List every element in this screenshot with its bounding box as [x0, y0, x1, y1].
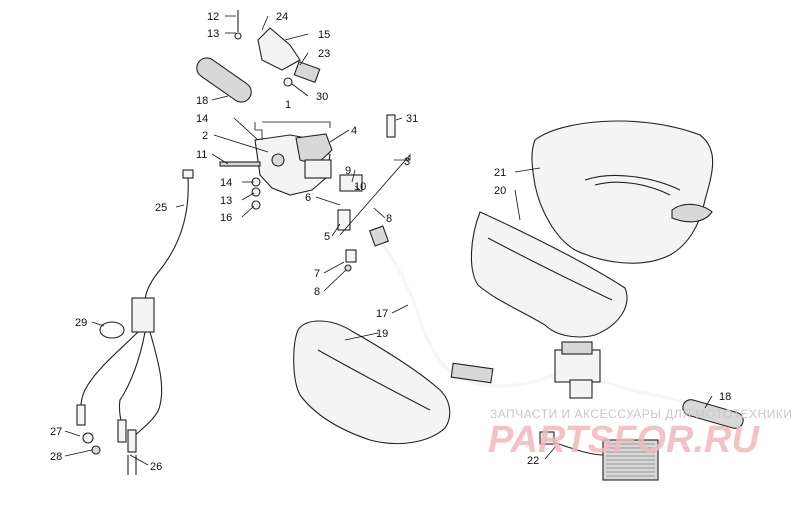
- callout-16: 16: [220, 212, 232, 224]
- callout-28: 28: [50, 451, 62, 463]
- callout-17: 17: [376, 308, 388, 320]
- callout-30: 30: [316, 91, 328, 103]
- callout-12: 12: [207, 11, 219, 23]
- right-control-module: [554, 341, 601, 399]
- small-hardware: [251, 177, 357, 272]
- callout-10: 10: [354, 181, 366, 193]
- callout-13-lower: 13: [220, 195, 232, 207]
- right-grip: [682, 399, 744, 429]
- callout-2: 2: [202, 130, 208, 142]
- throttle-housing: [219, 114, 396, 247]
- pad-20: [470, 211, 628, 338]
- callout-19: 19: [376, 328, 388, 340]
- callout-26: 26: [150, 461, 162, 473]
- watermark-caption: ЗАПЧАСТИ И АКСЕССУАРЫ ДЛЯ МОТОТЕХНИКИ: [490, 407, 792, 421]
- callout-14-upper: 14: [196, 113, 208, 125]
- callout-5: 5: [324, 231, 330, 243]
- upper-bracket: [234, 10, 321, 87]
- handlebar: [376, 236, 731, 420]
- grip-heater-element: [539, 431, 659, 481]
- callout-14-lower: 14: [220, 177, 232, 189]
- callout-4: 4: [351, 125, 357, 137]
- callout-31: 31: [406, 113, 418, 125]
- callout-9: 9: [345, 165, 351, 177]
- callout-25: 25: [155, 202, 167, 214]
- callout-8-lower: 8: [314, 286, 320, 298]
- callout-18-left: 18: [196, 95, 208, 107]
- callout-7: 7: [314, 268, 320, 280]
- callout-24: 24: [276, 11, 288, 23]
- wiring-harness: [76, 169, 194, 475]
- callout-1: 1: [285, 99, 291, 111]
- callout-29: 29: [75, 317, 87, 329]
- callout-18-right: 18: [719, 391, 731, 403]
- callout-27: 27: [50, 426, 62, 438]
- callout-8-upper: 8: [386, 213, 392, 225]
- watermark-brand: PARTSFOR.RU: [488, 419, 760, 461]
- leader-lines: [64, 15, 713, 466]
- watermark: ЗАПЧАСТИ И АКСЕССУАРЫ ДЛЯ МОТОТЕХНИКИ PA…: [488, 407, 792, 461]
- callout-11: 11: [196, 149, 207, 161]
- callout-22: 22: [527, 455, 539, 467]
- callout-23: 23: [318, 48, 330, 60]
- pad-19: [293, 320, 451, 445]
- callout-labels: 12 13 24 15 23 30 18 1 14 2 11 4 31 3 9 …: [50, 11, 731, 473]
- callout-3: 3: [404, 156, 410, 168]
- callout-15: 15: [318, 29, 330, 41]
- callout-6: 6: [305, 192, 311, 204]
- callout-20: 20: [494, 185, 506, 197]
- callout-21: 21: [494, 167, 506, 179]
- left-grip: [196, 57, 252, 103]
- windshield-cover: [531, 120, 714, 264]
- callout-13: 13: [207, 28, 219, 40]
